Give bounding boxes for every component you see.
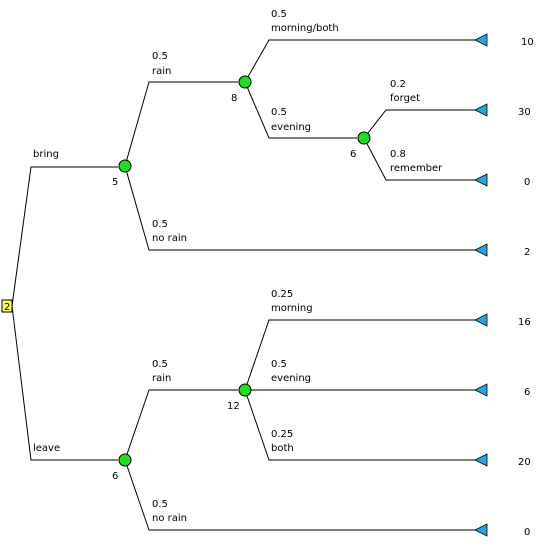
edge-bring-no-rain [124,165,479,251]
branch-label-bring-no-rain: no rain [152,233,187,244]
payoff-leave-both: 20 [518,457,531,468]
chance-node-leave [118,453,132,467]
edge-bring-rain [124,81,238,167]
edge-forget [363,109,479,139]
branch-label-leave-morning: morning [271,303,313,314]
branch-label-leave-evening: evening [271,373,311,384]
branch-label-leave: leave [33,443,60,454]
terminal-node-leave-evening [474,383,488,397]
terminal-node-morning-both [474,33,488,47]
payoff-remember: 0 [524,177,530,188]
edge-bring-rain-morning-both [244,39,479,83]
branch-label-bring-evening: evening [271,122,311,133]
edge-leave [11,305,118,461]
decision-node [1,299,13,313]
payoff-leave-morning: 16 [518,317,531,328]
branch-label-remember: remember [390,163,443,174]
decision-node-value: 2 [4,302,10,313]
node-value-bring-evening: 6 [350,149,356,160]
probability-bring-rain: 0.5 [152,51,168,62]
probability-bring-evening: 0.5 [271,107,287,118]
chance-node-bring [118,159,132,173]
branch-label-leave-rain: rain [152,373,171,384]
chance-node-bring-evening [357,131,371,145]
edge-leave-rain [124,389,238,461]
probability-leave-both: 0.25 [271,429,293,440]
branch-label-bring-rain: rain [152,66,171,77]
probability-leave-evening: 0.5 [271,359,287,370]
probability-leave-no-rain: 0.5 [152,499,168,510]
branch-label-bring: bring [33,149,59,160]
terminal-node-leave-no-rain [474,523,488,537]
probability-leave-morning: 0.25 [271,289,293,300]
terminal-node-leave-morning [474,313,488,327]
node-value-leave-rain: 12 [227,401,240,412]
branch-label-forget: forget [390,93,420,104]
probability-forget: 0.2 [390,79,406,90]
edge-remember [363,137,479,181]
edge-bring-rain-evening [244,81,357,139]
terminal-node-remember [474,173,488,187]
probability-morning-both: 0.5 [271,9,287,20]
terminal-node-forget [474,103,488,117]
terminal-node-bring-no-rain [474,243,488,257]
payoff-forget: 30 [518,107,531,118]
payoff-bring-no-rain: 2 [524,247,530,258]
terminal-node-leave-both [474,453,488,467]
edge-leave-rain-morning [244,319,479,391]
branch-label-morning-both: morning/both [271,23,339,34]
node-value-leave: 6 [112,471,118,482]
payoff-leave-evening: 6 [524,387,530,398]
edge-leave-rain-both [244,389,479,461]
payoff-morning-both: 10 [521,37,534,48]
payoff-leave-no-rain: 0 [524,527,530,538]
probability-remember: 0.8 [390,149,406,160]
node-value-bring-rain: 8 [231,93,237,104]
probability-leave-rain: 0.5 [152,359,168,370]
chance-node-bring-rain [238,75,252,89]
branch-label-leave-both: both [271,443,294,454]
probability-bring-no-rain: 0.5 [152,219,168,230]
edge-leave-no-rain [124,459,479,531]
node-value-bring: 5 [112,177,118,188]
chance-node-leave-rain [238,383,252,397]
edge-bring [11,166,118,307]
branch-label-leave-no-rain: no rain [152,513,187,524]
